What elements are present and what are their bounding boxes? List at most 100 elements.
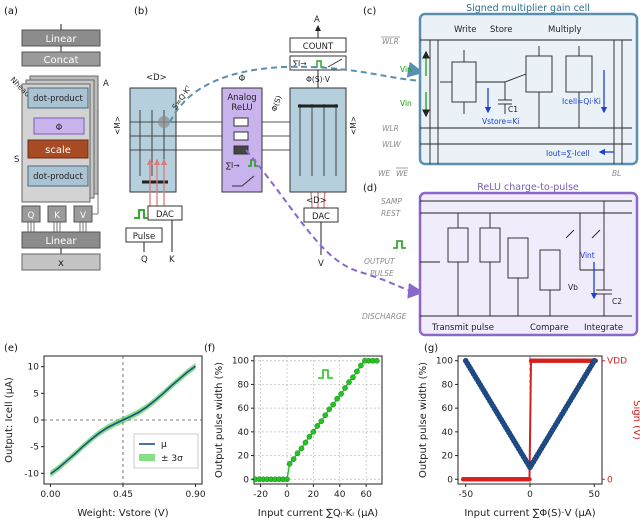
chart-f-xlabel: Input current ∑Qᵢ·Kᵢ (μA)	[258, 508, 379, 519]
chart-f-point	[338, 391, 344, 397]
chart-f-ylabel: Output pulse width (%)	[214, 362, 225, 478]
chart-e-ytick-label: -10	[24, 469, 39, 479]
k-input-label: K	[169, 255, 175, 265]
panel-a: (a) Linear Concat Nheads A dot-product Φ…	[4, 6, 109, 271]
relu-sum-label: ∑I→	[226, 161, 240, 170]
store-label: Store	[490, 25, 512, 35]
output-pulse-icon	[393, 240, 406, 249]
chart-g-ytick-label: 40	[442, 428, 454, 438]
q-input-label: Q	[141, 255, 148, 265]
chart-f-point	[302, 439, 309, 446]
pulse-out-label: PULSE	[370, 269, 394, 278]
chart-f-xtick-label: 40	[334, 490, 346, 500]
chart-f-point	[290, 456, 297, 462]
chart-e-line	[49, 365, 197, 475]
chart-g-ytick-label: 60	[442, 404, 454, 414]
x-label: x	[58, 258, 64, 269]
chart-g-ylabel: Output pulse width (%)	[418, 362, 429, 478]
m-right-label: <M>	[349, 116, 358, 135]
chart-e-ylabel: Output: Icell (μA)	[4, 377, 15, 463]
a-output-label: A	[314, 15, 320, 25]
chart-e-xtick-label: 0.00	[40, 490, 60, 500]
panel-label-e: (e)	[4, 343, 18, 354]
crossbar-right	[289, 87, 347, 193]
chart-g-xtick-label: 50	[589, 490, 601, 500]
panel-label-f: (f)	[204, 343, 215, 354]
gain-cell-panel	[418, 12, 639, 166]
panel-label-g: (g)	[424, 343, 438, 354]
panel-label-b: (b)	[134, 6, 148, 17]
v-label: V	[80, 211, 86, 221]
chart-f-ytick-label: 20	[238, 452, 250, 462]
chart-g-ytick-label: 20	[442, 452, 454, 462]
v-store-label: Vstore=Ki	[482, 117, 519, 126]
wlw-label: WLW	[382, 140, 401, 149]
concat-block	[21, 51, 101, 67]
legend-sigma: ± 3σ	[161, 454, 183, 464]
bl-label: BL	[612, 169, 621, 178]
dot-product-top-block	[27, 87, 89, 109]
compare-label: Compare	[530, 323, 569, 333]
chart-f-xtick-label: 20	[308, 490, 320, 500]
phi-s-label: Φ(S)	[269, 94, 283, 113]
legend-mu: μ	[161, 440, 167, 450]
concat-label: Concat	[44, 55, 79, 66]
x-block	[21, 253, 101, 271]
chart-f-xtick-label: -20	[253, 490, 268, 500]
chart-e-ytick-label: -5	[30, 443, 39, 453]
wlr-bar-label: WLR	[382, 37, 399, 46]
linear-bottom-label: Linear	[45, 236, 77, 247]
chart-f-ytick-label: 80	[238, 380, 250, 390]
vin-bottom-label: Vin	[400, 99, 412, 108]
link-to-d	[245, 149, 424, 299]
output-label: OUTPUT	[364, 257, 396, 266]
integrate-label: Integrate	[584, 323, 623, 333]
scale-block	[27, 139, 89, 159]
panel-c: (c) Signed multiplier gain cell Write St…	[363, 3, 639, 178]
chart-g-width-point	[591, 357, 598, 364]
relu-cell-2	[233, 131, 249, 141]
chart-f-point	[284, 476, 290, 483]
v-b-label: Vb	[568, 283, 578, 292]
chart-f-point	[322, 412, 329, 419]
chart-f-point	[346, 379, 352, 385]
chart-f-point	[314, 423, 321, 429]
panel-label-d: (d)	[363, 183, 377, 194]
k-label: K	[54, 211, 60, 221]
dot-product-bottom-label: dot-product	[33, 172, 83, 182]
chart-g-ytick-label: 100	[436, 357, 453, 367]
dot-product-top-label: dot-product	[33, 94, 83, 104]
chart-f-point	[306, 433, 313, 440]
chart-g-ytick-label: 0	[447, 475, 453, 485]
chart-f-point	[342, 385, 348, 391]
panel-b: (b) <D> <M> S=Q·Kᵀ DAC Pulse	[113, 6, 428, 299]
chart-f-line	[255, 360, 377, 480]
chart-g-xtick-label: -50	[458, 490, 473, 500]
chart-f-ytick-label: 0	[243, 475, 249, 485]
c1-label: C1	[508, 105, 518, 114]
count-label: COUNT	[303, 42, 334, 52]
chart-e-ytick-label: 10	[28, 363, 40, 373]
chart-f-point	[310, 429, 317, 435]
relu-panel	[418, 191, 639, 337]
rest-label: REST	[381, 209, 402, 218]
phi-block	[33, 117, 85, 135]
chart-e-xlabel: Weight: Vstore (V)	[77, 508, 168, 519]
gain-cell-title: Signed multiplier gain cell	[466, 3, 590, 14]
chart-g-xtick-label: 0	[527, 490, 533, 500]
chart-f-point	[286, 461, 293, 467]
d-left-label: <D>	[146, 73, 167, 83]
chart-e-xtick-label: 0.90	[186, 490, 206, 500]
s-label: S	[14, 155, 19, 165]
relu-curve-icon	[232, 175, 255, 187]
write-label: Write	[454, 25, 476, 35]
chart-f-point	[358, 362, 364, 369]
chart-e-legend: μ ± 3σ	[133, 433, 199, 469]
wlr-label: WLR	[382, 124, 399, 133]
multiply-label: Multiply	[548, 25, 582, 35]
phi-label: Φ	[56, 123, 63, 133]
chart-f-ytick-label: 40	[238, 428, 250, 438]
